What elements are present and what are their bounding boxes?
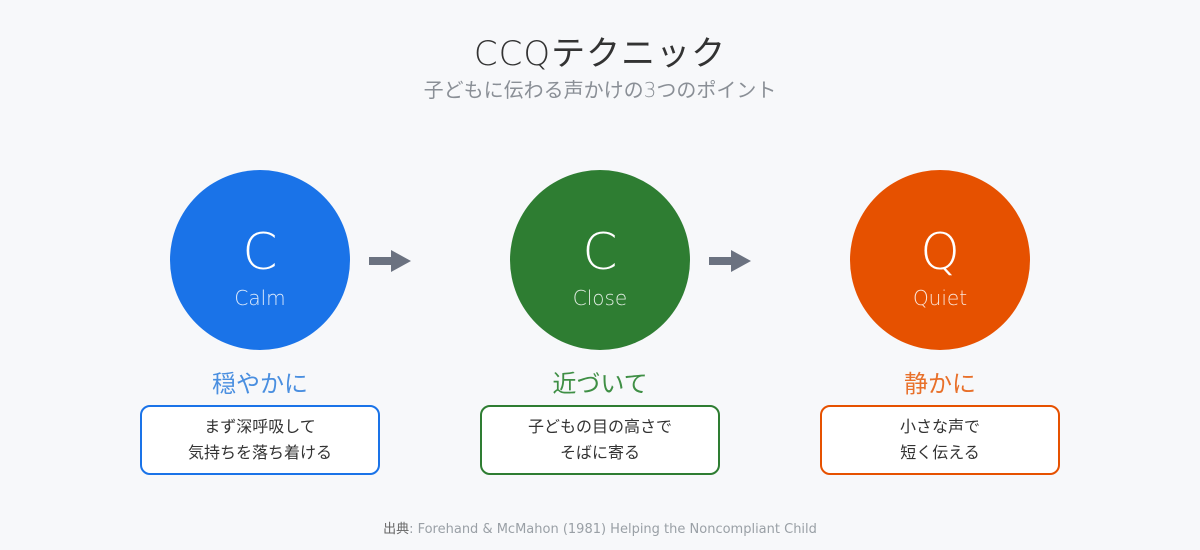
page-title: CCQテクニック xyxy=(473,34,727,74)
calm-jp-label: 穏やかに xyxy=(212,370,308,398)
close-desc-line1: 子どもの目の高さで xyxy=(527,417,672,436)
quiet-desc-line2: 短く伝える xyxy=(900,443,980,462)
quiet-jp-label: 静かに xyxy=(904,370,976,398)
close-description-box: 子どもの目の高さで そばに寄る xyxy=(480,405,720,475)
quiet-word: Quiet xyxy=(912,286,968,310)
source-citation: 出典: Forehand & McMahon (1981) Helping th… xyxy=(0,518,1200,537)
quiet-letter: Q xyxy=(920,223,960,281)
quiet-desc-line1: 小さな声で xyxy=(899,417,980,436)
source-text: : Forehand & McMahon (1981) Helping the … xyxy=(409,522,817,537)
calm-desc-line1: まず深呼吸して xyxy=(204,417,316,436)
close-circle: C Close xyxy=(510,170,690,350)
page-subtitle: 子どもに伝わる声かけの3つのポイント xyxy=(423,78,777,102)
calm-desc-line2: 気持ちを落ち着ける xyxy=(187,443,332,462)
calm-word: Calm xyxy=(234,286,286,310)
quiet-circle: Q Quiet xyxy=(850,170,1030,350)
source-label: 出典 xyxy=(383,522,410,537)
arrow-right-icon xyxy=(369,250,411,272)
calm-circle: C Calm xyxy=(170,170,350,350)
arrow-right-icon xyxy=(709,250,751,272)
calm-letter: C xyxy=(242,223,278,281)
close-letter: C xyxy=(582,223,618,281)
close-jp-label: 近づいて xyxy=(552,370,648,398)
quiet-description-box: 小さな声で 短く伝える xyxy=(820,405,1060,475)
close-desc-line2: そばに寄る xyxy=(559,443,640,462)
calm-description-box: まず深呼吸して 気持ちを落ち着ける xyxy=(140,405,380,475)
close-word: Close xyxy=(572,286,628,310)
